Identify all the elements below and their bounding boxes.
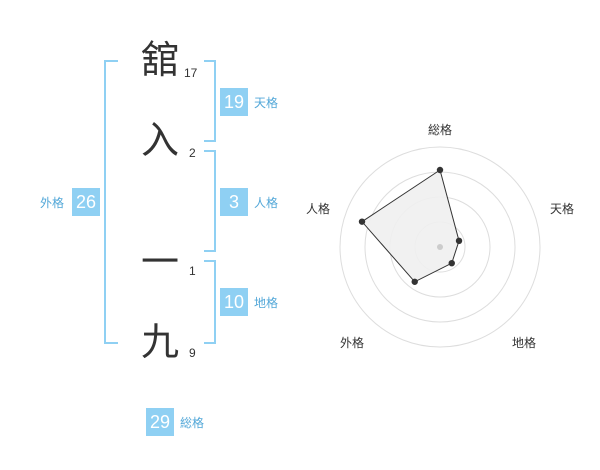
radar-axis-label-4: 外格 [339,336,364,350]
jinkaku-bracket [204,150,216,252]
radar-point-1 [436,166,444,174]
gaikaku-value: 26 [72,188,100,216]
radar-axis-label-2: 天格 [549,202,574,216]
stroke-count-4: 9 [189,346,196,360]
tenkaku-bracket [204,60,216,142]
stroke-count-2: 2 [189,146,196,160]
radar-ring-4 [339,146,541,348]
stroke-count-1: 17 [184,66,198,80]
gaikaku-bracket [104,60,118,344]
chikaku-value: 10 [220,288,248,316]
soukaku-label: 総格 [180,416,205,430]
radar-axis-label-5: 人格 [305,202,330,216]
name-char-2: 入 [140,118,179,162]
name-char-4: 九 [140,320,179,364]
radar-point-4 [411,278,418,285]
radar-point-2 [455,237,463,245]
radar-value-polygon [361,169,460,283]
tenkaku-label: 天格 [254,96,279,110]
radar-axis-label-1: 総格 [427,123,452,137]
chikaku-bracket [204,260,216,344]
name-char-1: 舘 [140,38,179,82]
gaikaku-label: 外格 [40,196,65,210]
fortune-radar-chart [339,146,541,348]
name-char-3: 一 [140,240,179,284]
soukaku-value: 29 [146,408,174,436]
tenkaku-value: 19 [220,88,248,116]
radar-point-5 [358,218,366,225]
jinkaku-value: 3 [220,188,248,216]
radar-center-dot [437,244,443,250]
stroke-count-3: 1 [189,264,196,278]
radar-point-3 [448,259,455,267]
radar-axis-label-3: 地格 [511,336,536,350]
jinkaku-label: 人格 [254,196,279,210]
radar-value-points [358,166,463,285]
chikaku-label: 地格 [254,296,279,310]
